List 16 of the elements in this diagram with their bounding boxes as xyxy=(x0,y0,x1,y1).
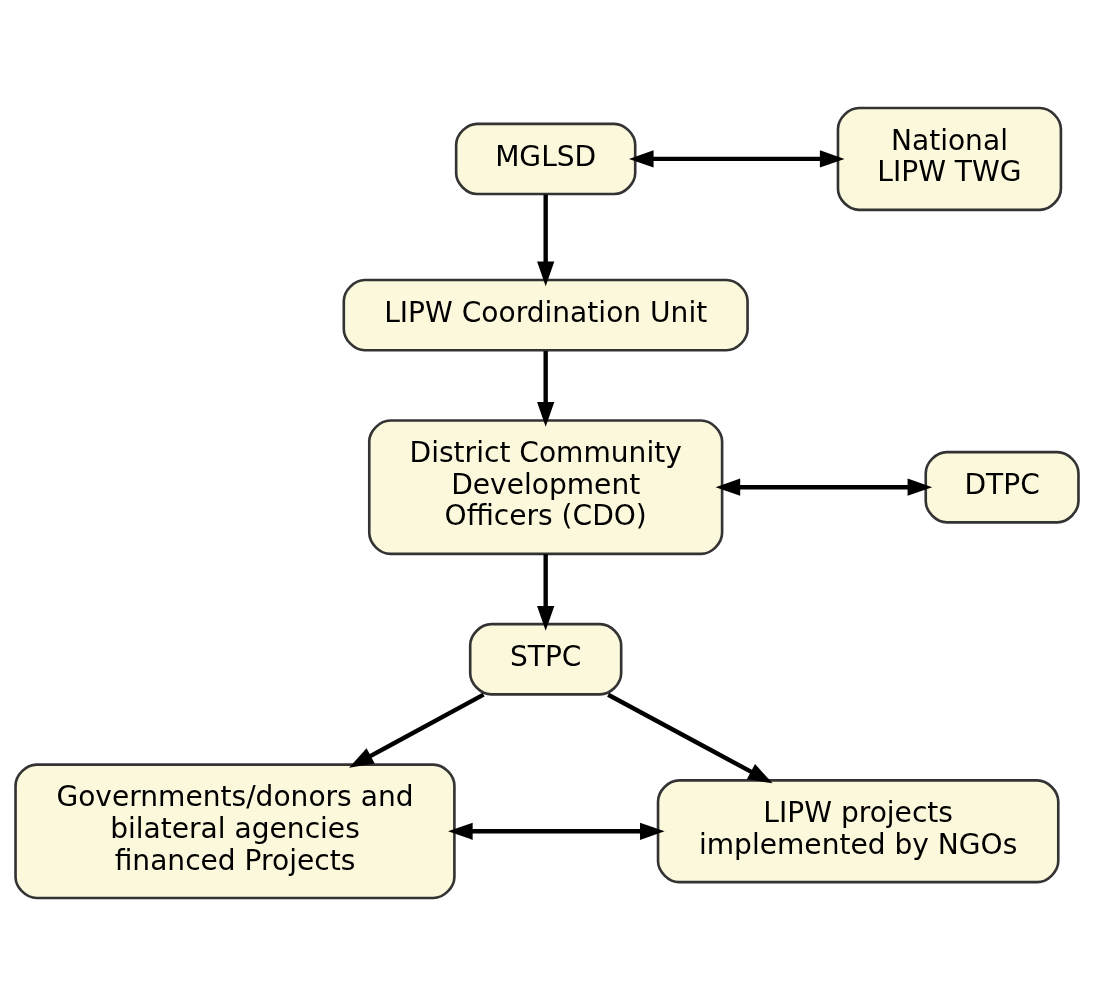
node-box: National LIPW TWG xyxy=(836,106,1063,212)
arrow xyxy=(537,351,555,427)
node-box: LIPW projects implemented by NGOs xyxy=(656,779,1060,884)
arrow xyxy=(537,194,555,287)
arrow xyxy=(715,478,933,496)
arrow xyxy=(448,822,665,840)
arrow xyxy=(349,692,485,768)
arrow xyxy=(537,554,555,631)
arrow xyxy=(628,150,845,168)
arrow xyxy=(607,692,773,784)
node-box: STPC xyxy=(468,622,623,696)
node-box: DTPC xyxy=(924,450,1080,524)
node-box: Governments/donors and bilateral agencies financed Projects xyxy=(14,763,456,900)
node-box: LIPW Coordination Unit xyxy=(342,278,749,352)
node-box: District Community Development Officers (CDO) xyxy=(367,419,724,556)
node-box: MGLSD xyxy=(454,122,637,196)
